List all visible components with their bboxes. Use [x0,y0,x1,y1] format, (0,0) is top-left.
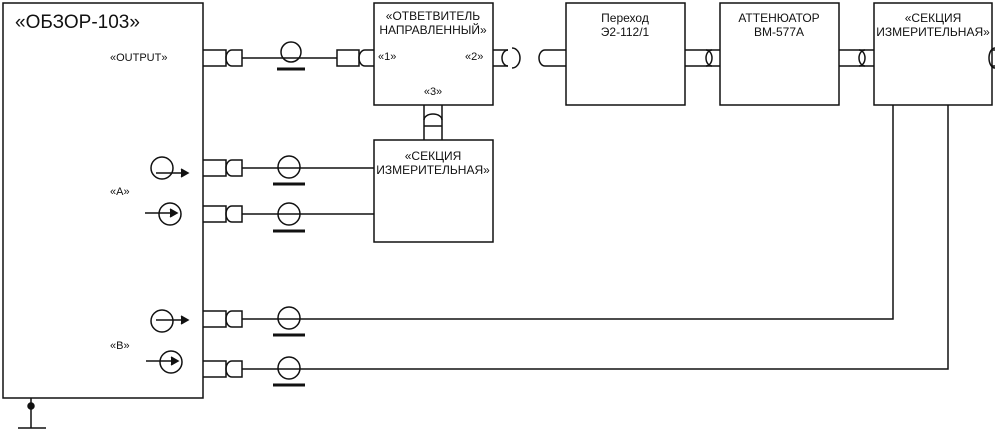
right-section-line1: «СЕКЦИЯ [904,11,962,25]
right-section-box [874,3,992,105]
coupler-title: «ОТВЕТВИТЕЛЬ НАПРАВЛЕННЫЙ» [379,9,487,38]
adapter-line1: Переход [601,11,649,25]
port-a-top-connector-icon [203,160,242,176]
middle-section-title: «СЕКЦИЯ ИЗМЕРИТЕЛЬНАЯ» [376,149,490,178]
port-b-label: «B» [110,340,130,352]
port-a-wave-input-icon [145,203,181,225]
output-connector-icon [203,50,242,66]
attenuator-line1: АТТЕНЮАТОР [738,11,820,25]
coupler-title-line1: «ОТВЕТВИТЕЛЬ [385,9,481,23]
adapter-input-connector-icon [539,50,566,66]
coupler-port1-label: «1» [378,51,397,63]
attenuator-section-connector-icon [839,50,874,66]
port-b-top-connector-icon [203,311,242,327]
middle-section-box [374,140,493,242]
coupler-port2-label: «2» [465,51,484,63]
attenuator-line2: ВМ-577А [753,24,805,39]
attenuator-title: АТТЕНЮАТОР ВМ-577А [738,11,820,40]
port-b-wave-input-icon [146,351,182,373]
port-a-bottom-cable-icon [273,203,305,231]
adapter-box [566,3,685,105]
port-b-bottom-cable [242,105,948,369]
coupler-port3-connector-icon [424,105,442,140]
output-label: «OUTPUT» [110,52,168,64]
adapter-title: Переход Э2-112/1 [600,11,650,40]
port-b-wave-output-icon [151,310,188,332]
ground-icon [18,398,46,428]
right-section-line2: ИЗМЕРИТЕЛЬНАЯ» [876,24,990,39]
port-a-wave-output-icon [151,157,188,179]
middle-section-line1: «СЕКЦИЯ [404,149,462,163]
analyzer-title: «ОБЗОР-103» [15,12,140,33]
coupler-port2-connector-icon [493,48,520,68]
port-a-bottom-connector-icon [203,206,242,222]
port-b-top-cable [242,105,893,319]
attenuator-box [720,3,839,105]
port-b-bottom-connector-icon [203,361,242,377]
adapter-line2: Э2-112/1 [600,24,650,39]
adapter-attenuator-connector-icon [685,50,720,66]
port-a-label: «A» [110,186,130,198]
analyzer-box [3,3,203,398]
port-b-top-cable-icon [273,307,305,335]
coupler-box [374,3,493,105]
middle-section-line2: ИЗМЕРИТЕЛЬНАЯ» [376,162,490,177]
right-section-title: «СЕКЦИЯ ИЗМЕРИТЕЛЬНАЯ» [876,11,990,40]
coupler-port1-connector-icon [337,50,374,66]
coupler-title-line2: НАПРАВЛЕННЫЙ» [379,22,487,37]
port-b-bottom-cable-icon [273,357,305,385]
output-cable-icon [277,42,305,69]
coupler-port3-label: «3» [423,86,443,98]
port-a-top-cable-icon [273,156,305,184]
